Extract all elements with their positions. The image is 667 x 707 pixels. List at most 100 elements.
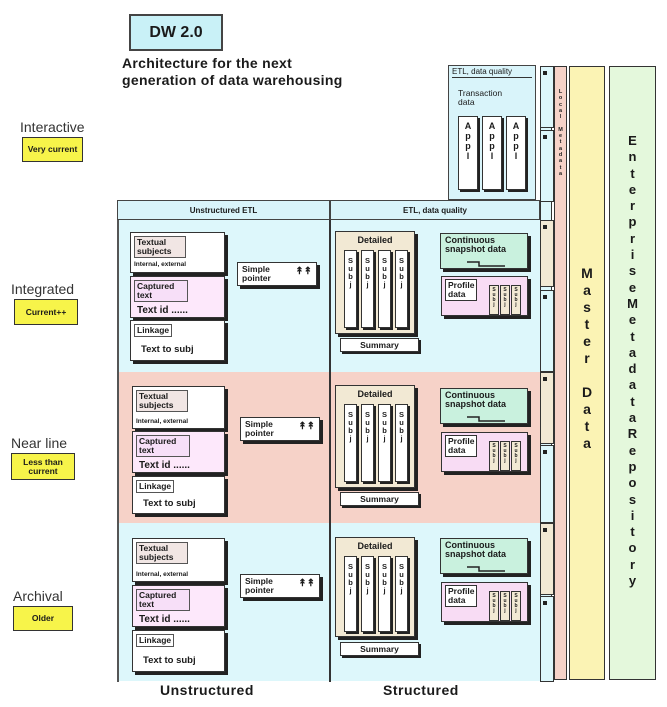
captured-text-box: Captured text Text id ...... [132, 431, 225, 473]
textual-subjects-label: Textual subjects [134, 236, 186, 258]
appl-column-3: A p p l [506, 116, 526, 190]
subj-column: S u b j [344, 404, 357, 482]
detailed-box: Detailed S u b j S u b j S u b j S u b j [335, 385, 415, 488]
linkage-label: Linkage [134, 324, 173, 337]
appl-column-1: A p p l [458, 116, 478, 190]
captured-text-box: Captured text Text id ...... [132, 585, 225, 627]
subj-column: S u b j [395, 404, 408, 482]
profile-data-label: Profile data [445, 435, 477, 457]
tier-label-near-line: Near line [11, 435, 68, 451]
text-to-subj-label: Text to subj [143, 498, 196, 509]
linkage-box: Linkage Text to subj [132, 630, 225, 672]
text-to-subj-label: Text to subj [143, 655, 196, 666]
master-data-label: M a s t e r D a t a [581, 265, 593, 451]
interactive-etl-label: ETL, data quality [452, 68, 532, 78]
detailed-label: Detailed [357, 235, 393, 245]
unstructured-etl-header: Unstructured ETL [117, 200, 330, 220]
snapshot-lines-icon [467, 416, 505, 422]
subj-column: S u b j [361, 250, 374, 328]
text-id-label: Text id ...... [137, 305, 188, 316]
detailed-box: Detailed S u b j S u b j S u b j S u b j [335, 537, 415, 637]
subj-column: S u b j [361, 404, 374, 482]
continuous-snapshot-box: Continuous snapshot data [440, 388, 528, 424]
continuous-snapshot-label: Continuous snapshot data [445, 390, 507, 409]
subj-column: S u b j [378, 404, 391, 482]
pointer-arrows-icon: ↟↟ [295, 266, 312, 277]
linkage-box: Linkage Text to subj [132, 476, 225, 514]
detailed-label: Detailed [357, 541, 393, 551]
profile-subj-column: S u b j [511, 285, 521, 315]
profile-subj-column: S u b j [489, 591, 499, 621]
diagram-title: DW 2.0 [149, 23, 203, 41]
profile-subj-column: S u b j [500, 441, 510, 471]
internal-external-label: Internal, external [136, 571, 189, 578]
textual-subjects-box: Textual subjects Internal, external [132, 386, 225, 429]
column-divider [329, 220, 331, 682]
structured-footer: Structured [383, 682, 459, 698]
linkage-label: Linkage [136, 634, 175, 647]
subtitle: Architecture for the next generation of … [122, 55, 442, 89]
subj-column: S u b j [344, 250, 357, 328]
captured-text-label: Captured text [136, 435, 190, 457]
summary-box: Summary [340, 338, 419, 352]
transaction-data-label: Transaction data [458, 88, 503, 107]
profile-data-label: Profile data [445, 279, 477, 301]
structured-etl-header: ETL, data quality [330, 200, 540, 220]
pointer-arrows-icon: ↟↟ [298, 578, 315, 589]
profile-data-box: Profile data S u b j S u b j S u b j [441, 432, 528, 472]
continuous-snapshot-box: Continuous snapshot data [440, 233, 528, 269]
captured-text-label: Captured text [134, 280, 188, 302]
local-metadata-label: L o c a l M e t a d a t a [558, 89, 563, 177]
appl-column-2: A p p l [482, 116, 502, 190]
textual-subjects-label: Textual subjects [136, 542, 188, 564]
profile-data-box: Profile data S u b j S u b j S u b j [441, 276, 528, 316]
strip-cell [540, 66, 554, 128]
profile-subj-column: S u b j [511, 441, 521, 471]
local-metadata-strip: L o c a l M e t a d a t a [554, 66, 567, 680]
strip-cell [540, 596, 554, 682]
simple-pointer-box: Simple pointer ↟↟ [240, 574, 320, 598]
linkage-label: Linkage [136, 480, 175, 493]
profile-subj-column: S u b j [489, 441, 499, 471]
master-data-strip: M a s t e r D a t a [569, 66, 605, 680]
internal-external-label: Internal, external [134, 261, 187, 268]
subj-column: S u b j [378, 556, 391, 632]
simple-pointer-label: Simple pointer [242, 264, 271, 283]
tier-label-archival: Archival [13, 588, 63, 604]
tier-label-interactive: Interactive [20, 119, 85, 135]
textual-subjects-box: Textual subjects Internal, external [132, 538, 225, 582]
simple-pointer-label: Simple pointer [245, 576, 274, 595]
internal-external-label: Internal, external [136, 418, 189, 425]
tier-badge-archival: Older [13, 606, 73, 631]
continuous-snapshot-box: Continuous snapshot data [440, 538, 528, 574]
strip-cell [540, 372, 554, 444]
subj-column: S u b j [395, 556, 408, 632]
subj-column: S u b j [395, 250, 408, 328]
text-id-label: Text id ...... [139, 460, 190, 471]
pointer-arrows-icon: ↟↟ [298, 421, 315, 432]
subtitle-line-2: generation of data warehousing [122, 72, 343, 88]
left-edge [117, 220, 119, 682]
profile-data-label: Profile data [445, 585, 477, 607]
profile-subj-column: S u b j [500, 285, 510, 315]
strip-cell [540, 220, 554, 287]
tier-badge-integrated: Current++ [14, 299, 78, 325]
strip-cell [540, 523, 554, 595]
snapshot-lines-icon [467, 566, 505, 572]
simple-pointer-label: Simple pointer [245, 419, 274, 438]
snapshot-lines-icon [467, 261, 505, 267]
enterprise-metadata-label: E n t e r p r i s e M e t a d a t a R e … [627, 133, 638, 589]
continuous-snapshot-label: Continuous snapshot data [445, 540, 507, 559]
subtitle-line-1: Architecture for the next [122, 55, 293, 71]
profile-subj-column: S u b j [500, 591, 510, 621]
profile-subj-column: S u b j [511, 591, 521, 621]
detailed-label: Detailed [357, 389, 393, 399]
captured-text-label: Captured text [136, 589, 190, 611]
summary-box: Summary [340, 642, 419, 656]
captured-text-box: Captured text Text id ...... [130, 276, 225, 318]
enterprise-metadata-strip: E n t e r p r i s e M e t a d a t a R e … [609, 66, 656, 680]
text-id-label: Text id ...... [139, 614, 190, 625]
subj-column: S u b j [378, 250, 391, 328]
textual-subjects-box: Textual subjects Internal, external [130, 232, 225, 273]
strip-cell [540, 445, 554, 523]
